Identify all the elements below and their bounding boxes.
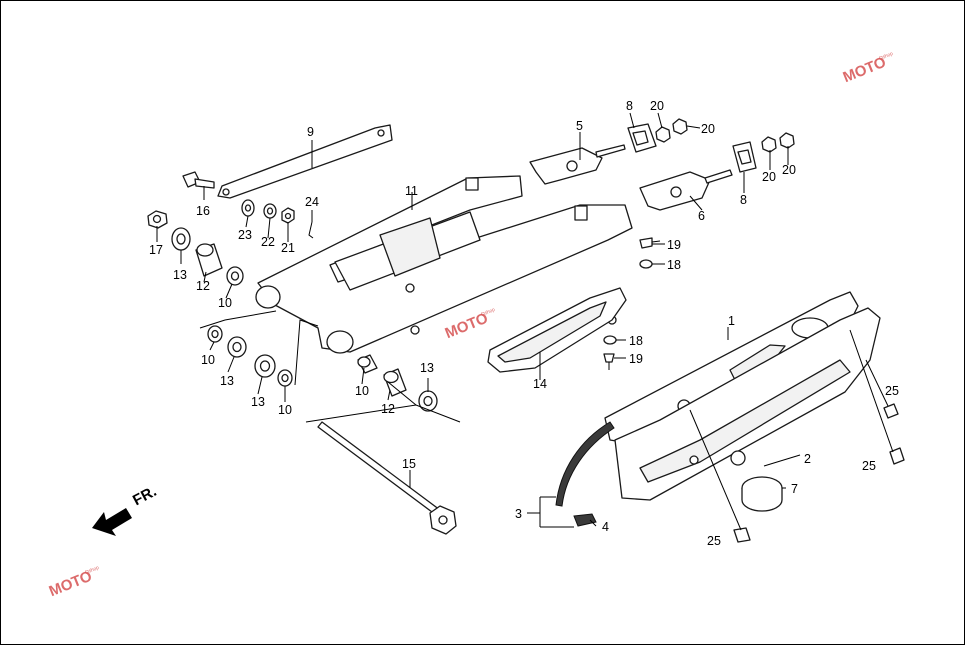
pivot-bolt-15	[317, 421, 457, 535]
bolt-25c	[689, 409, 751, 543]
bolt-25b	[849, 329, 905, 465]
plate-8b	[732, 141, 757, 173]
swingarm-part	[255, 175, 633, 354]
callout-7: 7	[791, 482, 798, 496]
callout-12b: 12	[381, 402, 395, 416]
collar-12b	[383, 368, 407, 397]
callout-25a: 25	[885, 384, 899, 398]
front-direction-arrow: FR.	[92, 483, 159, 536]
bearing-13a	[171, 227, 191, 251]
callout-14: 14	[533, 377, 547, 391]
callout-13d: 13	[420, 361, 434, 375]
screw-19a	[639, 237, 661, 249]
washer-23	[241, 199, 255, 217]
bolt-25a	[865, 359, 899, 419]
bushing-10d	[357, 354, 378, 374]
callout-19b: 19	[629, 352, 643, 366]
callout-20b: 20	[701, 122, 715, 136]
callout-19a: 19	[667, 238, 681, 252]
screw-19b	[603, 353, 615, 370]
callout-11: 11	[405, 184, 418, 198]
collar-12a	[195, 243, 223, 277]
callout-8a: 8	[626, 99, 633, 113]
leader-lines	[156, 112, 801, 528]
watermark-logo-bottom-left: MOTO Oshop	[47, 565, 101, 600]
callout-23: 23	[238, 228, 252, 242]
nut-20c	[761, 136, 777, 153]
chain-adjuster-5	[529, 144, 626, 185]
callout-21: 21	[281, 241, 295, 255]
chain-case-2	[614, 307, 881, 501]
callout-17: 17	[149, 243, 163, 257]
bushing-10c	[277, 369, 293, 387]
callout-labels: 1 2 3 4 5 6 7 8 8 9 10 10 10 10 11 12 12…	[149, 99, 899, 548]
washer-22	[263, 203, 277, 219]
svg-text:Oshop: Oshop	[878, 51, 894, 62]
callout-10d: 10	[355, 384, 369, 398]
callout-20c: 20	[762, 170, 776, 184]
callout-25c: 25	[707, 534, 721, 548]
callout-4: 4	[602, 520, 609, 534]
svg-text:Oshop: Oshop	[480, 307, 496, 318]
chain-case-1	[604, 291, 859, 446]
nut-20a	[655, 126, 671, 143]
callout-20a: 20	[650, 99, 664, 113]
nut-17	[147, 210, 168, 229]
watermark-logo-top-right: MOTO Oshop	[841, 51, 895, 86]
callout-13a: 13	[173, 268, 187, 282]
callout-12a: 12	[196, 279, 210, 293]
callout-10a: 10	[218, 296, 232, 310]
callout-2: 2	[804, 452, 811, 466]
callout-13c: 13	[251, 395, 265, 409]
callout-6: 6	[698, 209, 705, 223]
callout-13b: 13	[220, 374, 234, 388]
bolt-16	[182, 171, 215, 189]
callout-8b: 8	[740, 193, 747, 207]
callout-3: 3	[515, 507, 522, 521]
cap-7	[741, 476, 783, 512]
torque-rod-part	[217, 124, 393, 199]
drive-chain-3	[555, 421, 615, 527]
callout-10c: 10	[278, 403, 292, 417]
callout-22: 22	[261, 235, 275, 249]
plate-8a	[627, 123, 657, 153]
chain-slider-14	[487, 287, 627, 373]
cotter-pin-24	[308, 221, 314, 239]
washer-18b	[603, 335, 617, 345]
callout-1: 1	[728, 314, 735, 328]
callout-24: 24	[305, 195, 319, 209]
callout-18b: 18	[629, 334, 643, 348]
watermark-logo-center: MOTO Oshop	[443, 307, 497, 342]
callout-25b: 25	[862, 459, 876, 473]
bearing-13c	[254, 354, 276, 378]
bearing-13d	[418, 390, 438, 412]
bushing-10b	[207, 325, 223, 343]
washer-18a	[639, 259, 653, 269]
svg-text:Oshop: Oshop	[84, 565, 100, 576]
callout-18a: 18	[667, 258, 681, 272]
callout-16: 16	[196, 204, 210, 218]
bearing-13b	[227, 336, 247, 358]
nut-21	[281, 207, 295, 224]
callout-9: 9	[307, 125, 314, 139]
callout-15: 15	[402, 457, 416, 471]
callout-10b: 10	[201, 353, 215, 367]
chain-adjuster-6	[639, 169, 733, 211]
callout-5: 5	[576, 119, 583, 133]
bushing-10a	[226, 266, 244, 286]
nut-20b	[672, 118, 688, 135]
front-direction-label: FR.	[130, 483, 159, 509]
callout-20d: 20	[782, 163, 796, 177]
nut-20d	[779, 132, 795, 149]
